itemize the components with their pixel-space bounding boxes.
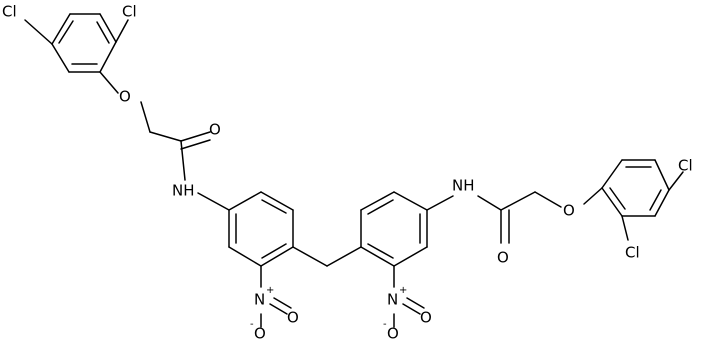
bond-n-o-right-side-b (406, 297, 425, 309)
bond-cl-side-right (621, 215, 629, 241)
atom-o-ether-left: O (119, 88, 131, 106)
atom-o-nitro-left-down: O (254, 325, 266, 343)
atom-cl-top-right: Cl (678, 157, 693, 175)
bond-co-double-left-b (180, 139, 211, 150)
atom-nh-left: NH (172, 182, 195, 200)
atom-o-carbonyl-right: O (497, 249, 509, 267)
atom-o-nitro-right-down: O (387, 325, 399, 343)
bond-cl-top-right (668, 171, 684, 191)
bond-ring-nh-right (426, 195, 454, 211)
bond-bridge-left (292, 246, 328, 267)
bond-co-ch2-right (500, 191, 536, 211)
right-central-ring (360, 191, 428, 267)
bond-nh-co-right (477, 195, 502, 211)
left-dichlorophenyl-ring (51, 13, 117, 73)
bond-n-o-right-side-a (402, 303, 421, 315)
atom-nh-right: NH (452, 177, 475, 195)
bond-cl-top-left (115, 19, 129, 43)
atom-o-nitro-left-side: O (287, 309, 299, 327)
bond-o-ch2-left (140, 101, 151, 133)
charge-n-nitro-left: + (266, 285, 274, 296)
atom-cl-side-right: Cl (625, 244, 640, 262)
right-dichlorophenyl-ring (601, 159, 670, 217)
bond-o-ring-right (583, 187, 603, 205)
bond-bridge-right (326, 246, 362, 267)
bond-n-o-left-side-a (269, 303, 288, 315)
bond-ch2-o-right (534, 191, 562, 208)
atom-o-carbonyl-left: O (209, 121, 221, 139)
atom-o-nitro-right-side: O (420, 309, 432, 327)
charge-n-nitro-right: + (399, 285, 407, 296)
atom-cl-side-left: Cl (2, 3, 17, 21)
bond-n-o-left-side-b (273, 297, 292, 309)
atom-n-nitro-right: N (387, 291, 398, 309)
atom-cl-top-left: Cl (122, 3, 137, 21)
bond-ch2-co-left (149, 131, 182, 142)
atom-n-nitro-left: N (254, 291, 265, 309)
bond-co-nh-left (180, 140, 186, 181)
bond-cl-side-left (24, 19, 53, 45)
charge-o-nitro-left-down: - (250, 319, 254, 330)
bond-ring-o-left (99, 71, 119, 94)
bond-nh-ring-left (197, 192, 230, 211)
bond-co-double-left-a (180, 131, 211, 142)
charge-o-nitro-right-down: - (383, 319, 387, 330)
atom-o-ether-right: O (563, 202, 575, 220)
left-central-ring (228, 191, 294, 267)
